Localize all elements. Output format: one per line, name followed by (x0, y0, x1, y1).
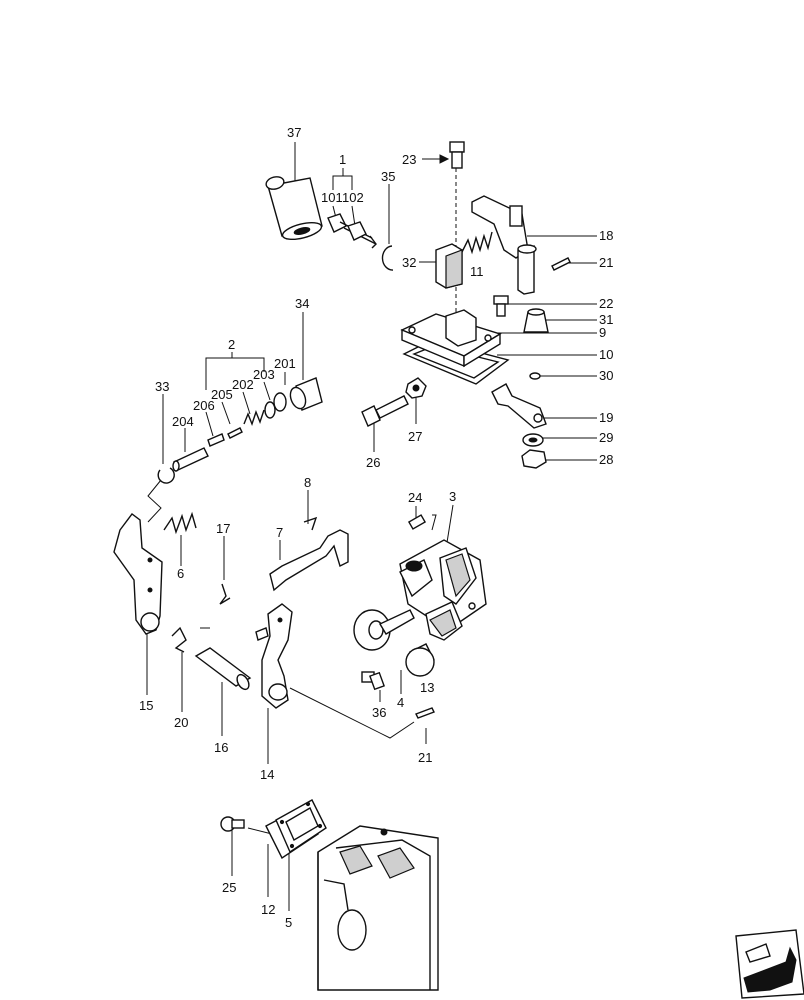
callout-26: 26 (366, 455, 380, 470)
callout-20: 20 (174, 715, 188, 730)
part-37-sleeve (265, 176, 323, 241)
callout-22: 22 (599, 296, 613, 311)
part-16-shaft (194, 647, 252, 691)
part-24-screw (407, 514, 427, 530)
part-21-pin-upper (551, 257, 571, 271)
part-35-snap-ring (381, 245, 394, 271)
part-14-lever (255, 603, 293, 709)
callout-203: 203 (253, 367, 275, 382)
part-27-nut (405, 377, 427, 399)
part-36-bolt (361, 671, 385, 691)
callout-8: 8 (304, 475, 311, 490)
callout-21-upper: 21 (599, 255, 613, 270)
callout-32: 32 (402, 255, 416, 270)
leader-lines (146, 142, 597, 911)
part-18-lever-arm (471, 195, 537, 295)
part-206-pin (207, 433, 225, 447)
callout-11: 11 (470, 264, 484, 279)
transmission-housing (317, 825, 439, 991)
part-22-screw (493, 295, 509, 317)
part-26-bolt (361, 395, 409, 427)
callout-29: 29 (599, 430, 613, 445)
callout-10: 10 (599, 347, 613, 362)
callout-205: 205 (211, 387, 233, 402)
part-4-spool-disc (353, 609, 415, 651)
callout-102: 102 (342, 190, 364, 205)
part-1-valve-spool (327, 213, 377, 249)
part-28-nut (521, 449, 547, 469)
callout-36: 36 (372, 705, 386, 720)
callout-15: 15 (139, 698, 153, 713)
callout-6: 6 (177, 566, 184, 581)
part-30-small-pin (529, 372, 541, 380)
part-25-bolt (220, 816, 245, 832)
callout-4: 4 (397, 695, 404, 710)
callout-16: 16 (214, 740, 228, 755)
part-9-cover-plate (400, 309, 502, 368)
part-33-snap-ring (157, 467, 175, 484)
part-7-link-plate (269, 529, 349, 592)
part-15-lever (113, 513, 163, 635)
callout-12: 12 (261, 902, 275, 917)
part-204-rod (172, 447, 209, 472)
callout-101: 101 (321, 190, 343, 205)
part-31-cap (523, 308, 549, 333)
callout-2: 2 (228, 337, 235, 352)
part-201-washer (273, 392, 287, 412)
callout-201: 201 (274, 356, 296, 371)
part-29-washer (522, 433, 544, 447)
callout-17: 17 (216, 521, 230, 536)
part-23-bolt (449, 141, 465, 169)
callout-3: 3 (449, 489, 456, 504)
callout-9: 9 (599, 325, 606, 340)
callout-23: 23 (402, 152, 416, 167)
part-203-washer (264, 401, 276, 419)
callout-1: 1 (339, 152, 346, 167)
part-21-pin-lower (415, 707, 435, 719)
part-34-sleeve (289, 377, 323, 411)
callout-28: 28 (599, 452, 613, 467)
part-205-pin (227, 427, 243, 439)
callout-13: 13 (420, 680, 434, 695)
callout-33: 33 (155, 379, 169, 394)
callout-5: 5 (285, 915, 292, 930)
callout-24: 24 (408, 490, 422, 505)
part-202-spring (243, 409, 265, 427)
callout-27: 27 (408, 429, 422, 444)
part-6-spring (163, 511, 197, 535)
callout-18: 18 (599, 228, 613, 243)
callout-21-lower: 21 (418, 750, 432, 765)
callout-19: 19 (599, 410, 613, 425)
callout-202: 202 (232, 377, 254, 392)
callout-35: 35 (381, 169, 395, 184)
callout-37: 37 (287, 125, 301, 140)
part-5-cover-plate (275, 799, 327, 854)
callout-206: 206 (193, 398, 215, 413)
callout-labels: 37 1 101 102 35 23 18 32 11 21 22 31 9 1… (139, 125, 613, 930)
callout-204: 204 (172, 414, 194, 429)
part-13-bushing (405, 643, 435, 677)
callout-31: 31 (599, 312, 613, 327)
part-8-clip (303, 516, 318, 531)
part-19-lever (491, 383, 547, 429)
callout-30: 30 (599, 368, 613, 383)
part-32-bracket (435, 243, 463, 289)
part-3-valve-body (399, 539, 487, 641)
callout-34: 34 (295, 296, 309, 311)
callout-25: 25 (222, 880, 236, 895)
part-17-pin (219, 583, 231, 605)
part-20-spring (171, 626, 187, 653)
callout-14: 14 (260, 767, 274, 782)
direction-arrow-icon (735, 929, 804, 999)
callout-7: 7 (276, 525, 283, 540)
part-11-spring (461, 231, 493, 255)
